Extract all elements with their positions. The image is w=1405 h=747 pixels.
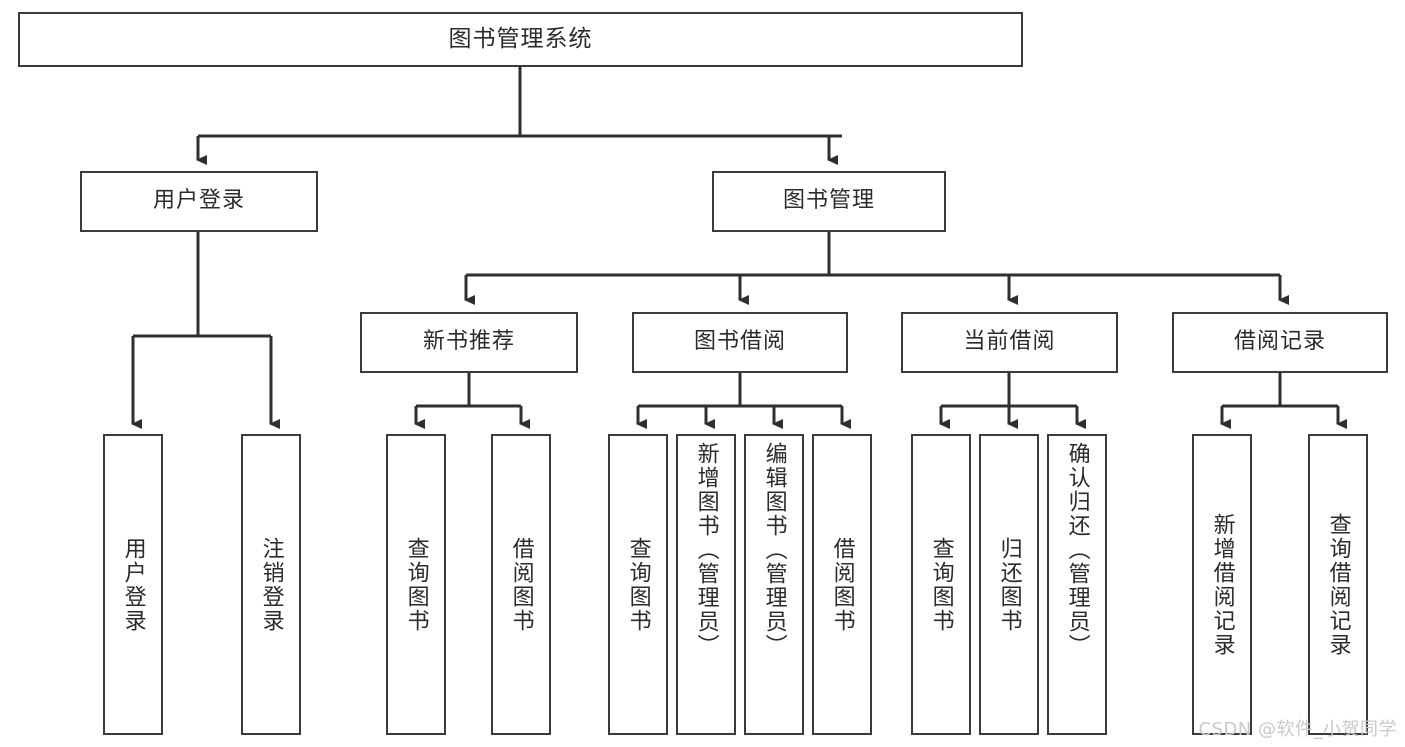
leaf-borrow-query-book[interactable]: 查询图书 (608, 434, 668, 735)
leaf-current-confirm-return[interactable]: 确认归还（管理员） (1047, 434, 1107, 735)
node-label: 查询图书 (625, 536, 651, 633)
node-label: 注销登录 (258, 536, 284, 633)
node-label: 新书推荐 (422, 329, 515, 355)
node-label: 借阅记录 (1233, 329, 1326, 355)
node-label: 当前借阅 (963, 329, 1056, 355)
leaf-logout[interactable]: 注销登录 (241, 434, 301, 735)
node-root-system[interactable]: 图书管理系统 (18, 12, 1023, 67)
node-label: 确认归还（管理员） (1064, 442, 1090, 658)
node-borrow-record[interactable]: 借阅记录 (1172, 312, 1388, 373)
leaf-borrow-add-book[interactable]: 新增图书（管理员） (676, 434, 736, 735)
leaf-newbook-borrow-book[interactable]: 借阅图书 (491, 434, 551, 735)
node-label: 借阅图书 (829, 536, 855, 633)
node-label: 用户登录 (152, 188, 245, 214)
leaf-borrow-borrow-book[interactable]: 借阅图书 (812, 434, 872, 735)
leaf-current-query-book[interactable]: 查询图书 (911, 434, 971, 735)
leaf-current-return-book[interactable]: 归还图书 (979, 434, 1039, 735)
node-new-book-recommend[interactable]: 新书推荐 (360, 312, 578, 373)
node-current-borrow[interactable]: 当前借阅 (901, 312, 1118, 373)
leaf-record-query-record[interactable]: 查询借阅记录 (1308, 434, 1368, 735)
node-label: 借阅图书 (508, 536, 534, 633)
leaf-newbook-query-book[interactable]: 查询图书 (386, 434, 446, 735)
node-label: 图书管理 (782, 188, 875, 214)
leaf-user-login[interactable]: 用户登录 (103, 434, 163, 735)
node-book-management[interactable]: 图书管理 (712, 171, 946, 232)
node-label: 用户登录 (120, 536, 146, 633)
leaf-record-add-record[interactable]: 新增借阅记录 (1192, 434, 1252, 735)
leaf-borrow-edit-book[interactable]: 编辑图书（管理员） (744, 434, 804, 735)
node-label: 查询借阅记录 (1325, 512, 1351, 657)
node-label: 图书管理系统 (448, 25, 593, 52)
node-label: 查询图书 (928, 536, 954, 633)
node-label: 图书借阅 (693, 329, 786, 355)
node-book-borrow[interactable]: 图书借阅 (632, 312, 848, 373)
node-label: 查询图书 (403, 536, 429, 633)
node-label: 新增借阅记录 (1209, 512, 1235, 657)
node-label: 归还图书 (996, 536, 1022, 633)
node-user-login[interactable]: 用户登录 (80, 171, 318, 232)
node-label: 新增图书（管理员） (693, 442, 719, 658)
node-label: 编辑图书（管理员） (761, 442, 787, 658)
